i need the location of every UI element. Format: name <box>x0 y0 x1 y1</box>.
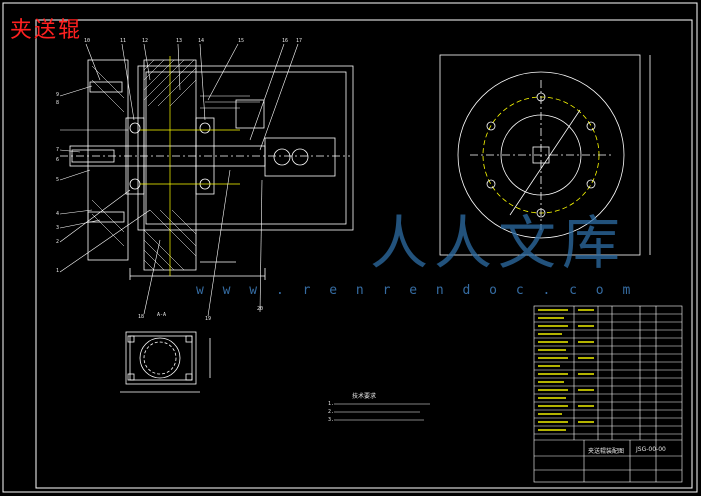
part-label-6: 6 <box>56 157 60 163</box>
parts-list-table <box>533 305 683 483</box>
end-view <box>439 54 651 256</box>
part-label-20: 20 <box>257 306 264 312</box>
section-label: A-A <box>157 312 167 318</box>
part-label-9: 9 <box>56 92 60 98</box>
part-label-5: 5 <box>56 177 60 183</box>
tech-req-line-3: 3. <box>328 417 335 423</box>
centerlines <box>140 56 240 276</box>
watermark-url: w w w . r e n r e n d o c . c o m <box>196 283 636 298</box>
leader-lines <box>59 43 299 317</box>
part-label-11: 11 <box>120 38 127 44</box>
part-label-1: 1 <box>56 268 60 274</box>
assembly-section-view <box>60 59 354 280</box>
part-label-16: 16 <box>282 38 289 44</box>
drawing-title: 夹送辊 <box>10 18 83 43</box>
watermark-cn: 人人文库 <box>370 209 627 277</box>
part-label-10: 10 <box>84 38 91 44</box>
part-label-18: 18 <box>138 314 145 320</box>
part-label-15: 15 <box>238 38 245 44</box>
tech-req-line-1: 1. <box>328 401 335 407</box>
part-label-3: 3 <box>56 225 60 231</box>
tech-requirements-heading: 技术要求 <box>352 393 377 400</box>
part-label-8: 8 <box>56 100 60 106</box>
part-label-7: 7 <box>56 147 60 153</box>
part-label-4: 4 <box>56 211 60 217</box>
part-label-13: 13 <box>176 38 183 44</box>
section-a-a-view <box>120 331 211 393</box>
title-block-drawing-number: JSG-00-00 <box>636 446 666 453</box>
part-label-14: 14 <box>198 38 205 44</box>
part-label-12: 12 <box>142 38 149 44</box>
tech-req-line-2: 2. <box>328 409 335 415</box>
part-label-2: 2 <box>56 239 60 245</box>
part-label-17: 17 <box>296 38 303 44</box>
parts-list-entries <box>538 309 594 431</box>
tech-requirements-lines <box>334 403 430 421</box>
inner-frame <box>35 19 693 489</box>
title-block-drawing-name: 夹送辊装配图 <box>588 448 625 455</box>
part-label-19: 19 <box>205 316 212 322</box>
